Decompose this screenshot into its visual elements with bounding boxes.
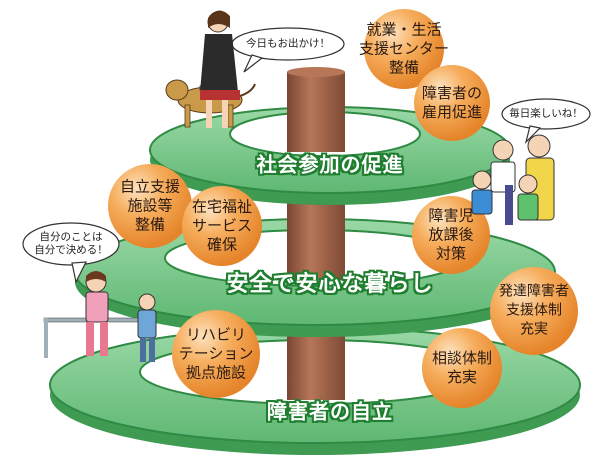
bubble-line: 自分で決める！ (34, 244, 108, 256)
ball-text-independence-facility: 自立支援 施設等 整備 (120, 178, 180, 235)
ball-rehabilitation (172, 310, 260, 398)
ball-line: テーション (178, 344, 254, 363)
ball-line: 相談体制 (431, 349, 493, 367)
ball-line: 確保 (206, 235, 238, 254)
ball-line: 整備 (388, 58, 420, 77)
speech-bubble-self-decide (22, 222, 120, 284)
ball-text-employment-promotion: 障害者の 雇用促進 (422, 84, 482, 122)
ball-line: 自立支援 (119, 177, 181, 196)
bubble-text-going-out: 今日もお出かけ！ (246, 37, 330, 50)
ball-line: 支援センター (358, 39, 450, 58)
ball-text-developmental-support: 発達障害者 支援体制 充実 (499, 283, 569, 340)
tier-label-safe-living: 安全で安心な暮らし (226, 272, 434, 297)
ball-line: 雇用促進 (421, 103, 483, 121)
pillar-middle (287, 200, 345, 280)
bubble-line: 自分のことは (39, 231, 103, 243)
tier-label-social-participation: 社会参加の促進 (256, 152, 404, 177)
ball-line: 拠点施設 (185, 363, 247, 382)
ball-line: 放課後 (428, 225, 474, 244)
ball-line: 充実 (520, 321, 548, 338)
ball-line: 在宅福祉 (191, 197, 253, 216)
pillar-top (287, 72, 345, 152)
ball-line: サービス (191, 216, 253, 235)
woman-with-guide-dog-illustration (165, 10, 256, 128)
rehabilitation-illustration (43, 271, 157, 362)
ball-after-school (412, 196, 490, 274)
ball-line: 支援体制 (506, 302, 562, 319)
ball-text-employment-center: 就業・生活 支援センター 整備 (359, 21, 449, 78)
bubble-text-fun-every-day: 毎日楽しいね！ (509, 107, 583, 120)
ball-independence-facility (108, 164, 192, 248)
ball-text-home-welfare: 在宅福祉 サービス 確保 (192, 198, 252, 255)
ball-line: 対策 (435, 244, 467, 263)
ball-developmental-support (490, 267, 578, 355)
ball-line: リハビリ (185, 325, 247, 344)
ball-home-welfare (182, 186, 262, 266)
pillar-cap (287, 67, 345, 77)
ball-line: 障害者の (421, 84, 483, 102)
tier-label-independence: 障害者の自立 (267, 399, 393, 424)
ball-employment-center (364, 9, 444, 89)
ball-line: 施設等 (127, 196, 173, 215)
ball-text-consultation: 相談体制 充実 (432, 349, 492, 387)
ball-line: 障害児 (428, 206, 474, 225)
speech-bubble-going-out (231, 27, 345, 73)
ball-text-rehabilitation: リハビリ テーション 拠点施設 (179, 326, 254, 383)
ball-line: 発達障害者 (499, 283, 569, 300)
ball-line: 整備 (134, 215, 166, 234)
ball-line: 就業・生活 (366, 20, 442, 39)
ball-employment-promotion (414, 65, 490, 141)
ball-consultation (422, 328, 502, 408)
ball-text-after-school: 障害児 放課後 対策 (428, 207, 473, 264)
ball-line: 充実 (446, 368, 478, 386)
speech-bubble-fun-every-day (501, 98, 591, 144)
family-illustration (471, 134, 555, 225)
bubble-text-self-decide: 自分のことは 自分で決める！ (34, 231, 108, 257)
